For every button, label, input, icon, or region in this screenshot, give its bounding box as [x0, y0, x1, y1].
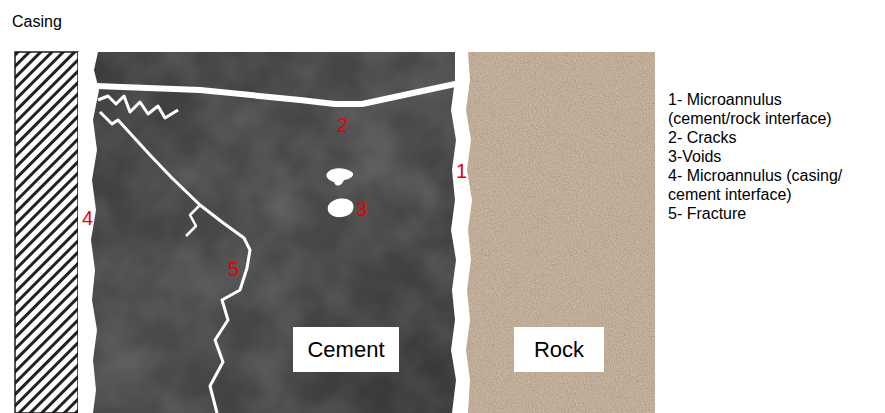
key-entry: 4- Microannulus (casing/ cement interfac…: [668, 166, 873, 204]
casing-wall: [15, 52, 78, 413]
material-label-box: Cement: [293, 327, 399, 372]
callout-number: 5: [228, 258, 239, 280]
microannulus-casing: [78, 52, 99, 413]
material-name: Cement: [293, 337, 399, 363]
void: [328, 199, 354, 218]
callout-number: 1: [456, 160, 467, 182]
rock-formation: [462, 52, 655, 413]
callout-number: 4: [82, 207, 93, 229]
fracture-branch: [186, 205, 200, 236]
cement-texture: [78, 52, 468, 413]
callout-number: 3: [356, 198, 367, 220]
key-entry: 1- Microannulus (cement/rock interface): [668, 90, 873, 128]
rock-texture: [462, 52, 655, 413]
fracture-branch: [98, 96, 178, 118]
fracture: [100, 112, 250, 413]
cement-sheath: [78, 52, 468, 413]
crack: [96, 84, 455, 104]
material-label-box: Rock: [514, 327, 604, 372]
key-entry: 3-Voids: [668, 147, 873, 166]
microannulus-rock: [451, 52, 472, 413]
key-entry: 2- Cracks: [668, 128, 873, 147]
key-entry: 5- Fracture: [668, 204, 873, 223]
material-name: Rock: [514, 337, 604, 363]
part-name: Casing: [12, 12, 62, 32]
void: [326, 168, 353, 185]
callout-number: 2: [337, 114, 348, 136]
